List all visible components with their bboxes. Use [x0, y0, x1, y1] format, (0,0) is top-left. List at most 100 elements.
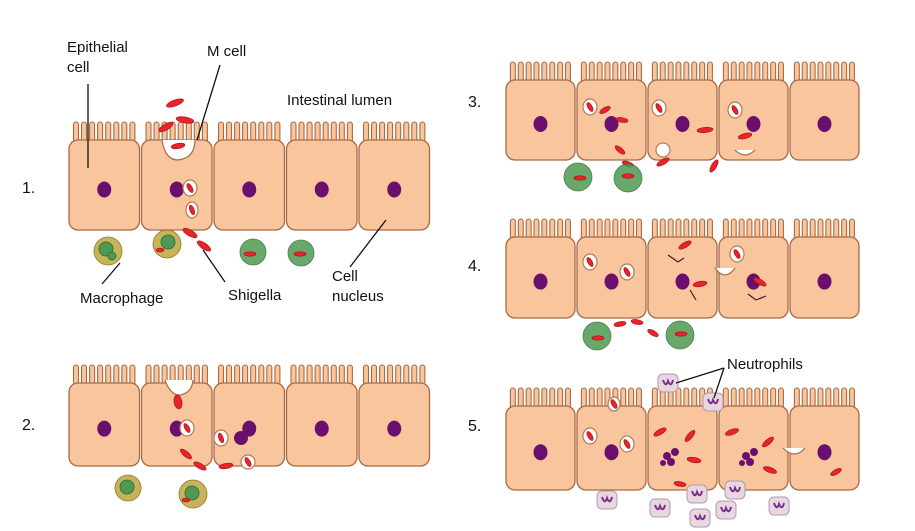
microvilli	[217, 121, 281, 145]
epithelial-cell-label: Epithelial	[67, 39, 128, 56]
panel-step-1: Epithelial cell M cell Intestinal lumen …	[67, 39, 431, 307]
membrane-protrusion	[734, 149, 756, 156]
epithelial-cell	[68, 364, 141, 467]
cell-nucleus	[387, 420, 402, 437]
cell-nucleus	[817, 444, 832, 461]
microvilli	[362, 121, 426, 145]
cell-nucleus-label-line2: nucleus	[332, 288, 384, 305]
neutrophil	[686, 484, 708, 504]
cell-nucleus	[533, 273, 548, 290]
epithelial-cell	[647, 218, 718, 319]
shigella-bacteria	[586, 399, 842, 487]
step-number-1: 1.	[22, 180, 35, 197]
epithelial-cell-row	[68, 364, 431, 467]
macrophage	[563, 162, 593, 192]
panel-step-5: Neutrophils	[505, 356, 860, 528]
epithelial-cell	[718, 61, 789, 161]
m-cell-pocket	[161, 139, 196, 161]
cell-nucleus	[817, 273, 832, 290]
intestinal-lumen-label: Intestinal lumen	[287, 92, 392, 109]
shigella-bacteria	[173, 394, 252, 471]
shigella-leader	[202, 249, 226, 283]
macrophage	[114, 474, 142, 502]
m-cell-label: M cell	[207, 43, 246, 60]
epithelial-cell	[285, 364, 358, 467]
epithelial-cell	[505, 218, 576, 319]
epithelial-cell	[647, 61, 718, 161]
m-cell-pocket	[164, 379, 194, 396]
epithelial-cell-row	[68, 121, 431, 231]
epithelial-cell	[140, 121, 213, 231]
macrophage	[178, 479, 208, 509]
shigella-bacteria	[158, 98, 212, 252]
microvilli	[509, 218, 571, 242]
cell-nucleus	[604, 116, 619, 132]
cell-nucleus	[604, 444, 619, 461]
neutrophil	[768, 496, 790, 516]
cell-nucleus	[314, 420, 329, 437]
neutrophils-leader	[675, 367, 725, 384]
cell-nucleus	[533, 444, 548, 461]
macrophage	[239, 238, 267, 266]
neutrophil	[596, 490, 618, 510]
microvilli	[580, 387, 642, 411]
epithelial-cell-label-line2: cell	[67, 59, 90, 76]
epithelial-cell	[789, 218, 860, 319]
epithelial-cell	[213, 121, 286, 231]
epithelial-cell	[358, 364, 431, 467]
cell-nucleus	[242, 420, 257, 437]
neutrophil	[702, 392, 724, 412]
cell-nucleus	[675, 116, 690, 132]
microvilli	[722, 61, 784, 85]
shigella-bacteria	[586, 102, 753, 173]
epithelial-cell	[505, 61, 576, 161]
m-cell-leader	[196, 64, 221, 141]
microvilli	[580, 218, 642, 242]
step-number-4: 4.	[468, 258, 481, 275]
microvilli	[362, 364, 426, 388]
membrane-protrusion	[714, 267, 736, 276]
neutrophil	[649, 498, 671, 518]
macrophage	[613, 163, 643, 193]
step-number-5: 5.	[468, 418, 481, 435]
neutrophil	[689, 508, 711, 528]
cell-nucleus	[97, 181, 112, 198]
cell-nucleus	[314, 181, 329, 198]
microvilli	[793, 218, 855, 242]
neutrophil	[715, 500, 737, 520]
cell-nucleus	[746, 116, 761, 132]
step-number-3: 3.	[468, 94, 481, 111]
neutrophil-group	[596, 373, 790, 528]
fragmented-nuclei	[660, 448, 758, 466]
microvilli	[290, 121, 353, 145]
macrophage-leader	[101, 262, 121, 285]
macrophage	[287, 239, 315, 267]
vacuole	[655, 142, 671, 158]
cell-nucleus	[242, 181, 257, 198]
epithelial-cell	[505, 387, 576, 491]
cell-nucleus-label: Cell	[332, 268, 358, 285]
panel-step-2	[68, 364, 431, 509]
actin-tails	[667, 254, 767, 301]
microvilli	[509, 61, 571, 85]
neutrophils-label: Neutrophils	[727, 356, 803, 373]
cell-nucleus	[817, 116, 832, 132]
epithelial-cell-row	[505, 387, 860, 491]
neutrophil	[724, 480, 746, 500]
cell-nucleus	[97, 420, 112, 437]
epithelial-cell	[285, 121, 358, 231]
epithelial-cell	[718, 387, 789, 491]
cell-nucleus	[533, 116, 548, 132]
macrophage	[665, 320, 695, 350]
epithelial-cell	[213, 364, 286, 467]
panel-step-3	[505, 61, 860, 193]
macrophage	[93, 236, 123, 266]
epithelial-cell-row	[505, 218, 860, 319]
microvilli	[580, 61, 642, 85]
cell-nucleus	[387, 181, 402, 198]
macrophage-label: Macrophage	[80, 290, 163, 307]
panel-step-4	[505, 218, 860, 351]
epithelial-cell	[358, 121, 431, 231]
step-number-2: 2.	[22, 417, 35, 434]
